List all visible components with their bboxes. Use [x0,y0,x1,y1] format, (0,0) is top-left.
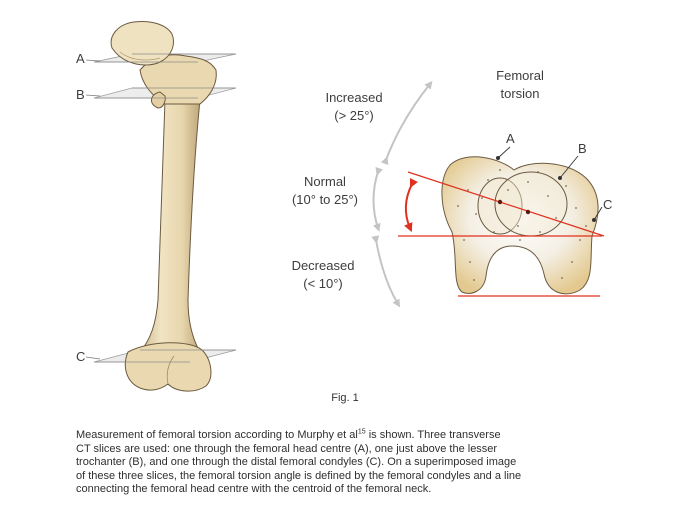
caption-line-2: CT slices are used: one through the femo… [76,442,498,455]
ct-plane-fronts [94,53,236,363]
normal-label: Normal [304,174,346,189]
increased-arrow [380,80,433,166]
section-label-c: C [603,197,613,212]
decreased-label: Decreased [291,258,355,273]
section-label-b: B [578,141,587,156]
caption-line-4: of these three slices, the femoral torsi… [76,469,522,482]
increased-range: (> 25°) [334,108,374,123]
decreased-arrow [371,235,401,308]
head-section [477,177,523,235]
slice-label-c: C [76,349,86,364]
head-centre-point [497,199,503,205]
reference-superscript: 15 [357,428,366,436]
lesser-trochanter [151,91,166,109]
caption-line-1: Measurement of femoral torsion according… [76,428,501,441]
title-femoral: Femoral [496,68,544,83]
femur-shaft [139,99,201,353]
normal-range: (10° to 25°) [291,192,359,207]
caption-line-3: trochanter (B), and one through the dist… [76,456,517,469]
neck-centroid-point [525,209,531,215]
trabecular-speckle [457,169,587,281]
normal-arrow [372,166,384,232]
title-torsion: torsion [500,86,540,101]
decreased-range: (< 10°) [303,276,343,291]
slice-label-a: A [76,51,85,66]
superimposed-section [441,156,599,295]
torsion-range-arrows [371,80,433,308]
caption-line-5: connecting the femoral head centre with … [76,483,432,496]
head-neck-axis [407,171,605,237]
torsion-angle [398,171,605,297]
femur [110,21,217,392]
increased-label: Increased [325,90,383,105]
figure-number: Fig. 1 [331,392,359,404]
angle-arrow [404,177,419,233]
section-label-a: A [506,131,515,146]
figure-caption: Measurement of femoral torsion according… [76,428,621,497]
slice-label-b: B [76,87,85,102]
